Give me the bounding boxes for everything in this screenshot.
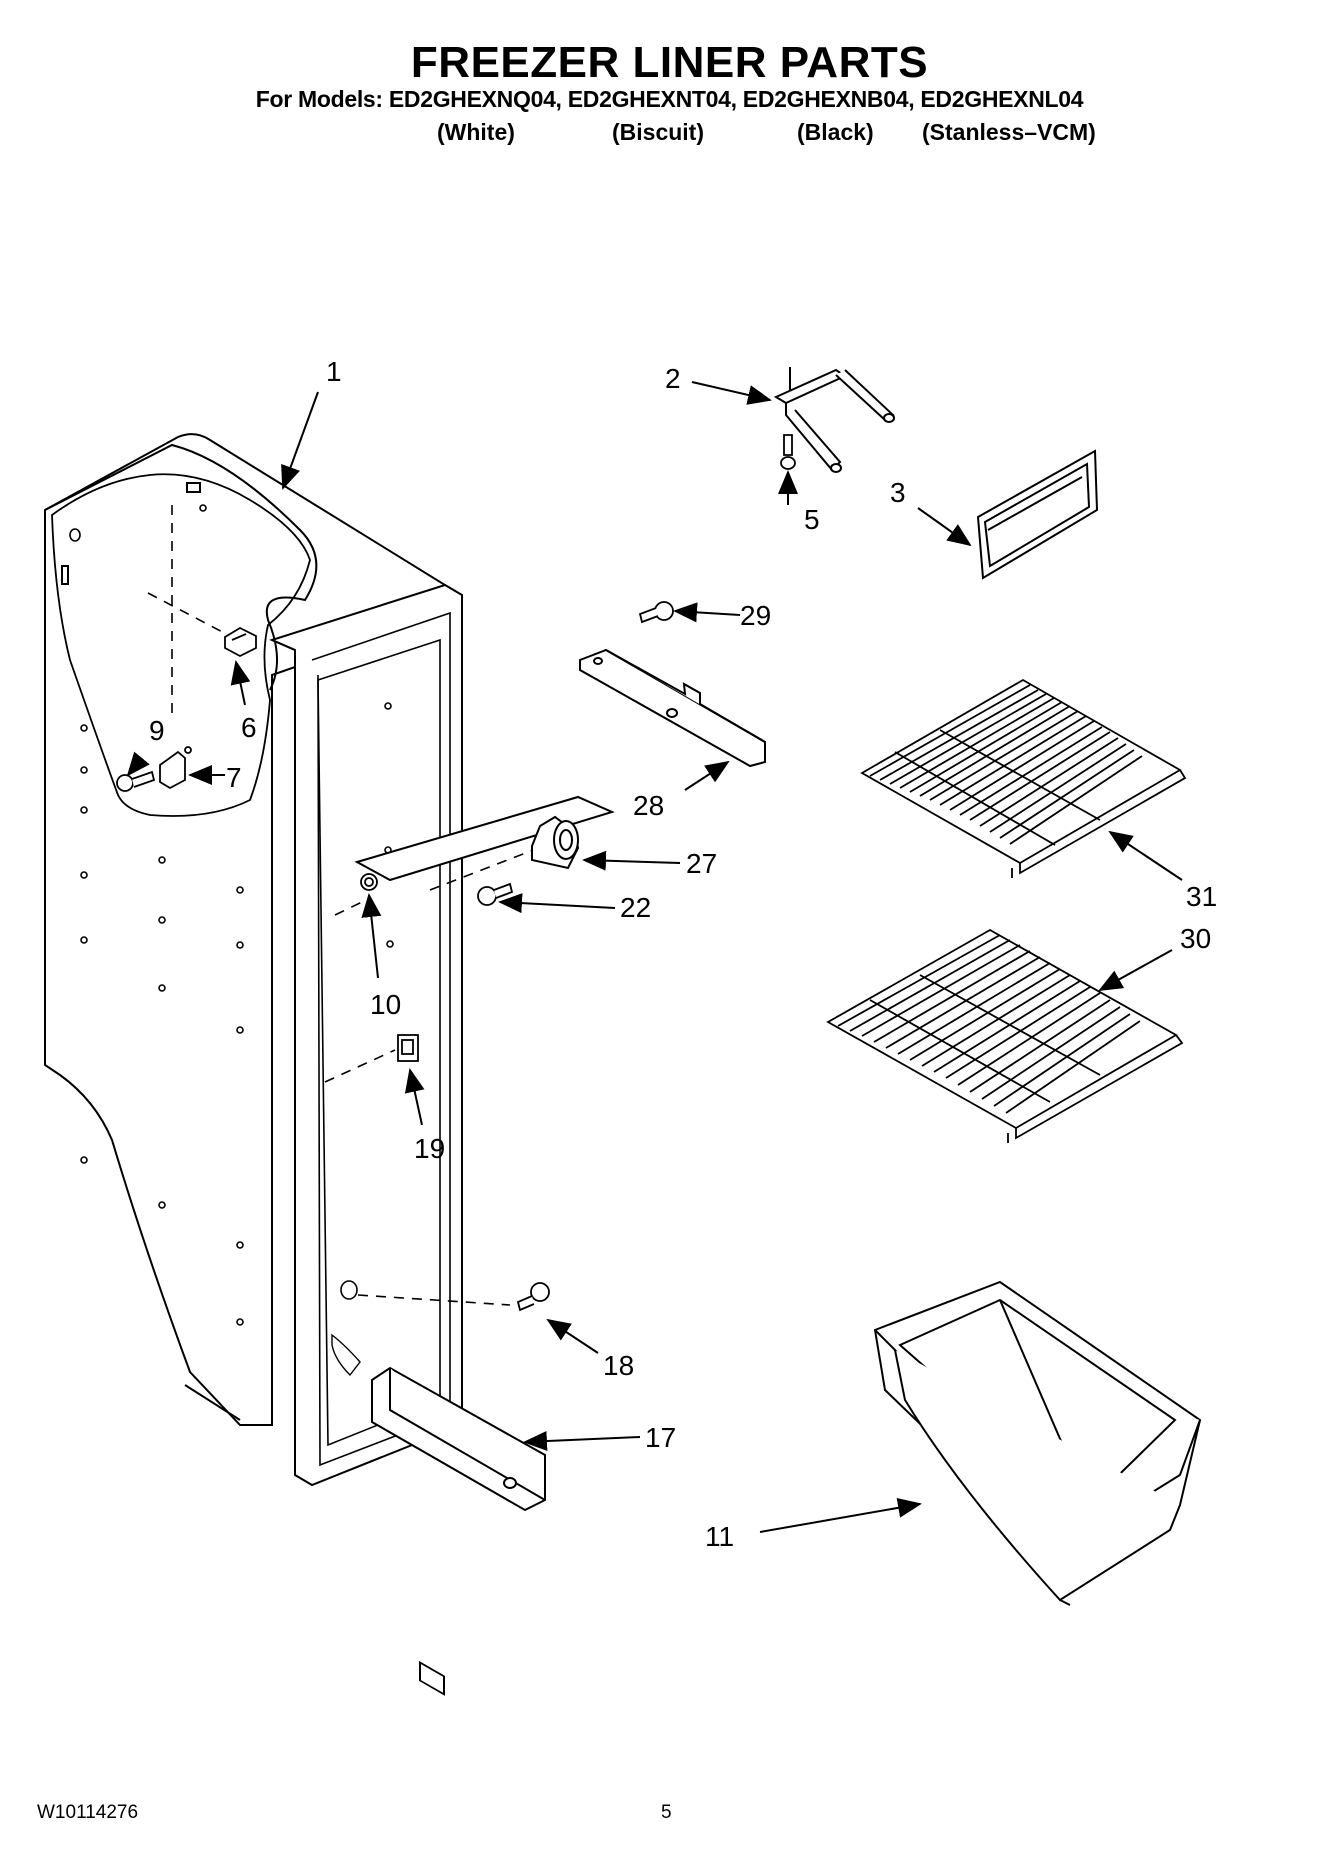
page-number: 5 <box>661 1802 672 1823</box>
callout-5: 5 <box>804 504 820 535</box>
callout-2: 2 <box>665 363 681 394</box>
callout-11: 11 <box>705 1521 734 1552</box>
callout-labels: 1 2 3 5 6 7 9 10 11 17 18 19 22 27 28 29… <box>149 356 1217 1552</box>
mounting-holes <box>69 504 394 1326</box>
color-white: (White) <box>437 119 515 145</box>
callout-27: 27 <box>686 848 717 879</box>
callout-9: 9 <box>149 715 165 746</box>
callout-28: 28 <box>633 790 664 821</box>
callout-30: 30 <box>1180 923 1211 954</box>
callout-18: 18 <box>603 1350 634 1381</box>
callout-17: 17 <box>645 1422 676 1453</box>
color-black: (Black) <box>797 119 874 145</box>
housing-part-17 <box>371 1366 546 1696</box>
color-biscuit: (Biscuit) <box>612 119 704 145</box>
callout-31: 31 <box>1186 881 1217 912</box>
rail-part-28 <box>579 648 766 768</box>
screw-part-5 <box>780 434 796 470</box>
diagram-title: FREEZER LINER PARTS <box>410 38 929 87</box>
color-stanless-vcm: (Stanless–VCM) <box>922 119 1096 145</box>
callout-10: 10 <box>370 989 401 1020</box>
wire-shelf-part-31 <box>860 678 1187 878</box>
bracket-part-7 <box>159 746 192 790</box>
plug-part-10 <box>360 873 378 891</box>
document-id: W10114276 <box>37 1802 139 1823</box>
clip-part-6 <box>224 626 257 658</box>
screw-part-18 <box>516 1282 550 1312</box>
callout-22: 22 <box>620 892 651 923</box>
freezer-liner <box>44 433 581 1487</box>
callout-6: 6 <box>241 712 257 743</box>
callout-29: 29 <box>740 600 771 631</box>
panel-part-3 <box>976 449 1099 580</box>
callout-7: 7 <box>226 762 242 793</box>
screw-part-29 <box>638 601 674 624</box>
callout-3: 3 <box>890 477 906 508</box>
callout-1: 1 <box>326 356 342 387</box>
bracket-part-2 <box>773 367 895 473</box>
leader-arrows <box>126 381 1183 1533</box>
models-line: For Models: ED2GHEXNQ04, ED2GHEXNT04, ED… <box>255 86 1084 112</box>
switch-part-19 <box>397 1034 419 1062</box>
ice-bin-part-11 <box>873 1280 1202 1606</box>
light-socket-part-27 <box>354 795 615 882</box>
wire-shelf-part-30 <box>826 928 1184 1143</box>
callout-19: 19 <box>414 1133 445 1164</box>
